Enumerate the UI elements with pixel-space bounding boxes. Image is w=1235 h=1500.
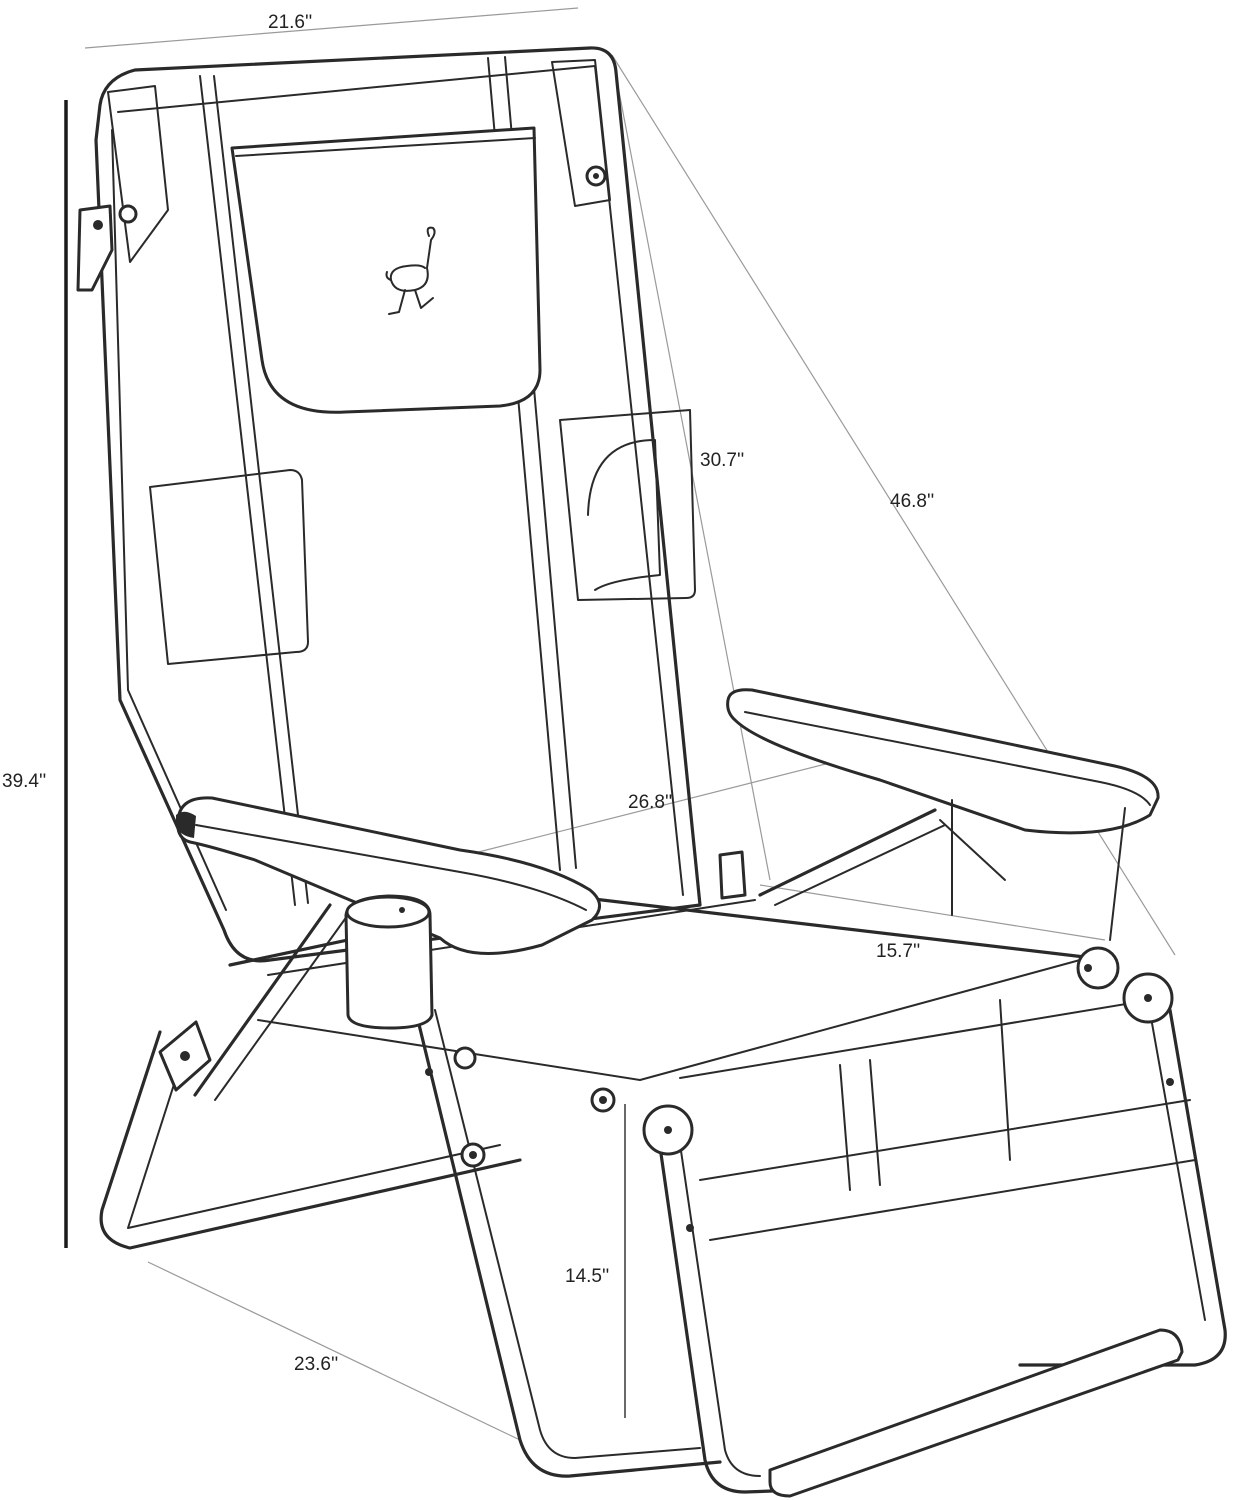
ostrich-logo-icon [385, 226, 436, 315]
left-armrest [176, 796, 601, 1030]
dim-label-top-width: 21.6'' [268, 12, 312, 33]
dim-label-diagonal-length: 46.8'' [890, 491, 934, 512]
dim-label-base-width: 23.6'' [294, 1354, 338, 1375]
dim-label-seat-depth: 15.7'' [876, 941, 920, 962]
footrest [642, 946, 1227, 1498]
dim-label-total-height: 39.4'' [2, 771, 46, 792]
dimension-labels: 21.6'' 39.4'' 30.7'' 46.8'' 26.8'' 15.7'… [2, 12, 934, 1375]
right-armrest [726, 688, 1160, 941]
dim-label-armrest-width: 26.8'' [628, 792, 672, 813]
pillow-pocket [230, 126, 542, 414]
dim-label-seat-height: 14.5'' [565, 1266, 609, 1287]
backrest [76, 46, 702, 963]
dim-label-back-height: 30.7'' [700, 450, 744, 471]
seat-and-base [99, 808, 1112, 1478]
